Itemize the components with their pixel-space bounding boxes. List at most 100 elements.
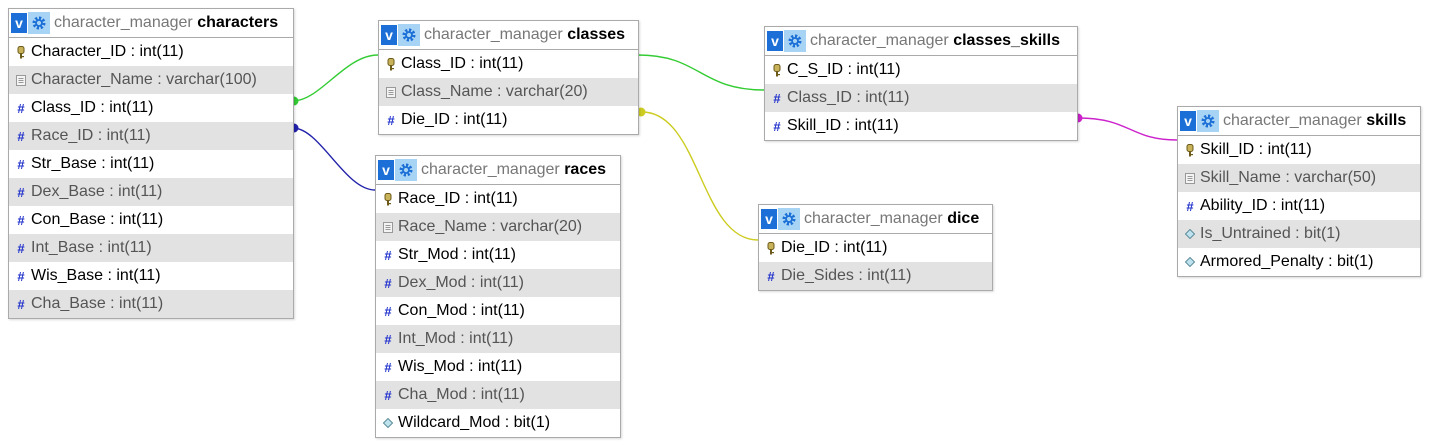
field-row[interactable]: #Die_ID : int(11) <box>379 106 638 134</box>
view-toggle-button[interactable]: v <box>1180 111 1196 131</box>
field-label: Cha_Base : int(11) <box>31 295 164 312</box>
relation-dice-classes <box>641 111 759 241</box>
field-label: Class_ID : int(11) <box>787 89 910 106</box>
hash-icon: # <box>767 268 775 284</box>
field-label: Wis_Mod : int(11) <box>398 358 523 375</box>
field-row[interactable]: Skill_ID : int(11) <box>1178 136 1420 164</box>
field-row[interactable]: #Wis_Mod : int(11) <box>376 353 620 381</box>
gear-icon[interactable] <box>784 30 806 52</box>
gear-icon[interactable] <box>1197 110 1219 132</box>
field-row[interactable]: # Die_Sides : int(11) <box>759 262 992 290</box>
hash-icon: # <box>17 156 25 172</box>
gear-icon[interactable] <box>395 159 417 181</box>
table-header: v character_manager dice <box>759 205 992 234</box>
relation-classes-classes_skills <box>637 54 765 91</box>
field-label: Dex_Mod : int(11) <box>398 274 524 291</box>
field-row[interactable]: C_S_ID : int(11) <box>765 56 1077 84</box>
field-row[interactable]: #Cha_Mod : int(11) <box>376 381 620 409</box>
table-classes-skills[interactable]: v character_manager classes_skills C_S_I… <box>764 26 1078 141</box>
field-row[interactable]: #Con_Mod : int(11) <box>376 297 620 325</box>
field-label: Die_Sides : int(11) <box>781 267 912 284</box>
table-classes[interactable]: v character_manager classes Class_ID : i… <box>378 20 639 135</box>
field-label: Int_Base : int(11) <box>31 239 152 256</box>
field-row[interactable]: #Ability_ID : int(11) <box>1178 192 1420 220</box>
field-row[interactable]: #Dex_Base : int(11) <box>9 178 293 206</box>
field-list: Class_ID : int(11)Class_Name : varchar(2… <box>379 50 638 134</box>
table-title: character_manager skills <box>1223 112 1406 130</box>
field-label: Con_Base : int(11) <box>31 211 164 228</box>
diamond-icon <box>1184 229 1196 239</box>
table-header: v character_manager characters <box>9 9 293 38</box>
field-label: Str_Mod : int(11) <box>398 246 516 263</box>
field-label: Character_Name : varchar(100) <box>31 71 257 88</box>
view-toggle-button[interactable]: v <box>11 13 27 33</box>
hash-icon: # <box>384 275 392 291</box>
field-row[interactable]: # Str_Base : int(11) <box>9 150 293 178</box>
field-row[interactable]: #Class_ID : int(11) <box>765 84 1077 112</box>
gear-icon[interactable] <box>28 12 50 34</box>
field-label: Race_Name : varchar(20) <box>398 218 583 235</box>
table-name: classes_skills <box>953 32 1060 49</box>
view-toggle-button[interactable]: v <box>378 160 394 180</box>
table-title: character_manager dice <box>804 210 979 228</box>
diamond-icon <box>382 418 394 428</box>
table-header: v character_manager classes <box>379 21 638 50</box>
field-row[interactable]: #Skill_ID : int(11) <box>765 112 1077 140</box>
field-row[interactable]: Class_Name : varchar(20) <box>379 78 638 106</box>
table-name: dice <box>947 210 980 227</box>
hash-icon: # <box>384 331 392 347</box>
field-label: Class_ID : int(11) <box>31 99 154 116</box>
field-row[interactable]: # Con_Base : int(11) <box>9 206 293 234</box>
field-label: Skill_ID : int(11) <box>787 117 899 134</box>
field-row[interactable]: Race_Name : varchar(20) <box>376 213 620 241</box>
field-row[interactable]: # Str_Mod : int(11) <box>376 241 620 269</box>
field-row[interactable]: # Int_Base : int(11) <box>9 234 293 262</box>
table-name: classes <box>567 26 626 43</box>
hash-icon: # <box>384 247 392 263</box>
hash-icon: # <box>17 296 25 312</box>
field-row[interactable]: Race_ID : int(11) <box>376 185 620 213</box>
field-label: Armored_Penalty : bit(1) <box>1200 253 1374 270</box>
table-name: characters <box>197 14 279 31</box>
field-row[interactable]: # Dex_Mod : int(11) <box>376 269 620 297</box>
field-row[interactable]: # Cha_Base : int(11) <box>9 290 293 318</box>
table-skills[interactable]: v character_manager skills Skill_ID : in… <box>1177 106 1421 277</box>
field-row[interactable]: Die_ID : int(11) <box>759 234 992 262</box>
field-label: Skill_Name : varchar(50) <box>1200 169 1377 186</box>
hash-icon: # <box>384 387 392 403</box>
key-icon <box>382 192 394 206</box>
field-label: Skill_ID : int(11) <box>1200 141 1312 158</box>
field-row[interactable]: #Wis_Base : int(11) <box>9 262 293 290</box>
field-label: Ability_ID : int(11) <box>1200 197 1326 214</box>
field-row[interactable]: Character_ID : int(11) <box>9 38 293 66</box>
field-list: Race_ID : int(11) Race_Name : varchar(20)… <box>376 185 620 437</box>
text-field-icon <box>382 221 394 233</box>
hash-icon: # <box>17 240 25 256</box>
field-row[interactable]: #Int_Mod : int(11) <box>376 325 620 353</box>
field-row[interactable]: Is_Untrained : bit(1) <box>1178 220 1420 248</box>
table-characters[interactable]: v character_manager characters Character… <box>8 8 294 319</box>
view-toggle-button[interactable]: v <box>381 25 397 45</box>
table-header: v character_manager skills <box>1178 107 1420 136</box>
view-toggle-button[interactable]: v <box>767 31 783 51</box>
field-row[interactable]: Skill_Name : varchar(50) <box>1178 164 1420 192</box>
text-field-icon <box>385 86 397 98</box>
field-list: C_S_ID : int(11)#Class_ID : int(11)#Skil… <box>765 56 1077 140</box>
gear-icon[interactable] <box>778 208 800 230</box>
table-races[interactable]: v character_manager races Race_ID : int(… <box>375 155 621 438</box>
field-row[interactable]: Class_ID : int(11) <box>379 50 638 78</box>
gear-icon[interactable] <box>398 24 420 46</box>
field-row[interactable]: #Race_ID : int(11) <box>9 122 293 150</box>
field-row[interactable]: Wildcard_Mod : bit(1) <box>376 409 620 437</box>
field-list: Character_ID : int(11) Character_Name : v… <box>9 38 293 318</box>
field-row[interactable]: #Class_ID : int(11) <box>9 94 293 122</box>
table-dice[interactable]: v character_manager dice Die_ID : int(11… <box>758 204 993 291</box>
database-name: character_manager <box>424 26 563 43</box>
field-row[interactable]: Armored_Penalty : bit(1) <box>1178 248 1420 276</box>
field-label: Str_Base : int(11) <box>31 155 155 172</box>
relation-races-characters <box>292 127 376 191</box>
table-name: races <box>564 161 607 178</box>
field-row[interactable]: Character_Name : varchar(100) <box>9 66 293 94</box>
hash-icon: # <box>17 212 25 228</box>
view-toggle-button[interactable]: v <box>761 209 777 229</box>
